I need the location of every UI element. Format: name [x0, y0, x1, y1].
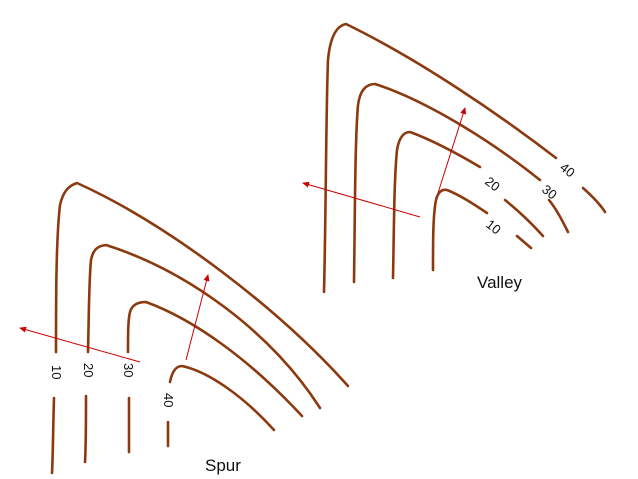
spur-diagram: 10 20 30 40 Spur	[19, 181, 350, 475]
spur-label-20: 20	[81, 363, 96, 377]
spur-contour-10	[54, 181, 350, 388]
spur-arrow-left	[19, 326, 141, 363]
valley-label-30: 30	[539, 182, 560, 203]
valley-contour-10-tail	[515, 234, 533, 250]
valley-label-20: 20	[482, 174, 503, 195]
valley-contour-20	[391, 130, 482, 280]
spur-title: Spur	[205, 456, 241, 475]
valley-contour-10	[431, 188, 489, 272]
valley-label-10: 10	[483, 217, 504, 238]
spur-contour-30	[126, 300, 304, 418]
valley-title: Valley	[477, 273, 523, 292]
spur-contour-20-tail	[83, 394, 88, 464]
valley-arrow-up	[437, 107, 467, 194]
valley-contour-40	[322, 22, 558, 294]
spur-label-10: 10	[49, 365, 64, 379]
valley-diagram: 10 20 30 40 Valley	[302, 22, 607, 294]
spur-contour-40	[168, 364, 276, 432]
valley-contour-20-tail	[503, 198, 545, 238]
valley-contour-30	[352, 82, 542, 284]
valley-arrow-left	[302, 181, 421, 218]
valley-label-40: 40	[557, 160, 578, 181]
valley-contour-30-tail	[547, 198, 570, 234]
spur-arrow-up	[185, 274, 210, 361]
valley-contour-40-tail	[581, 186, 607, 214]
spur-contour-10-tail	[50, 396, 56, 475]
spur-contour-20	[86, 243, 322, 410]
spur-label-40: 40	[161, 393, 176, 407]
spur-label-30: 30	[121, 363, 136, 377]
